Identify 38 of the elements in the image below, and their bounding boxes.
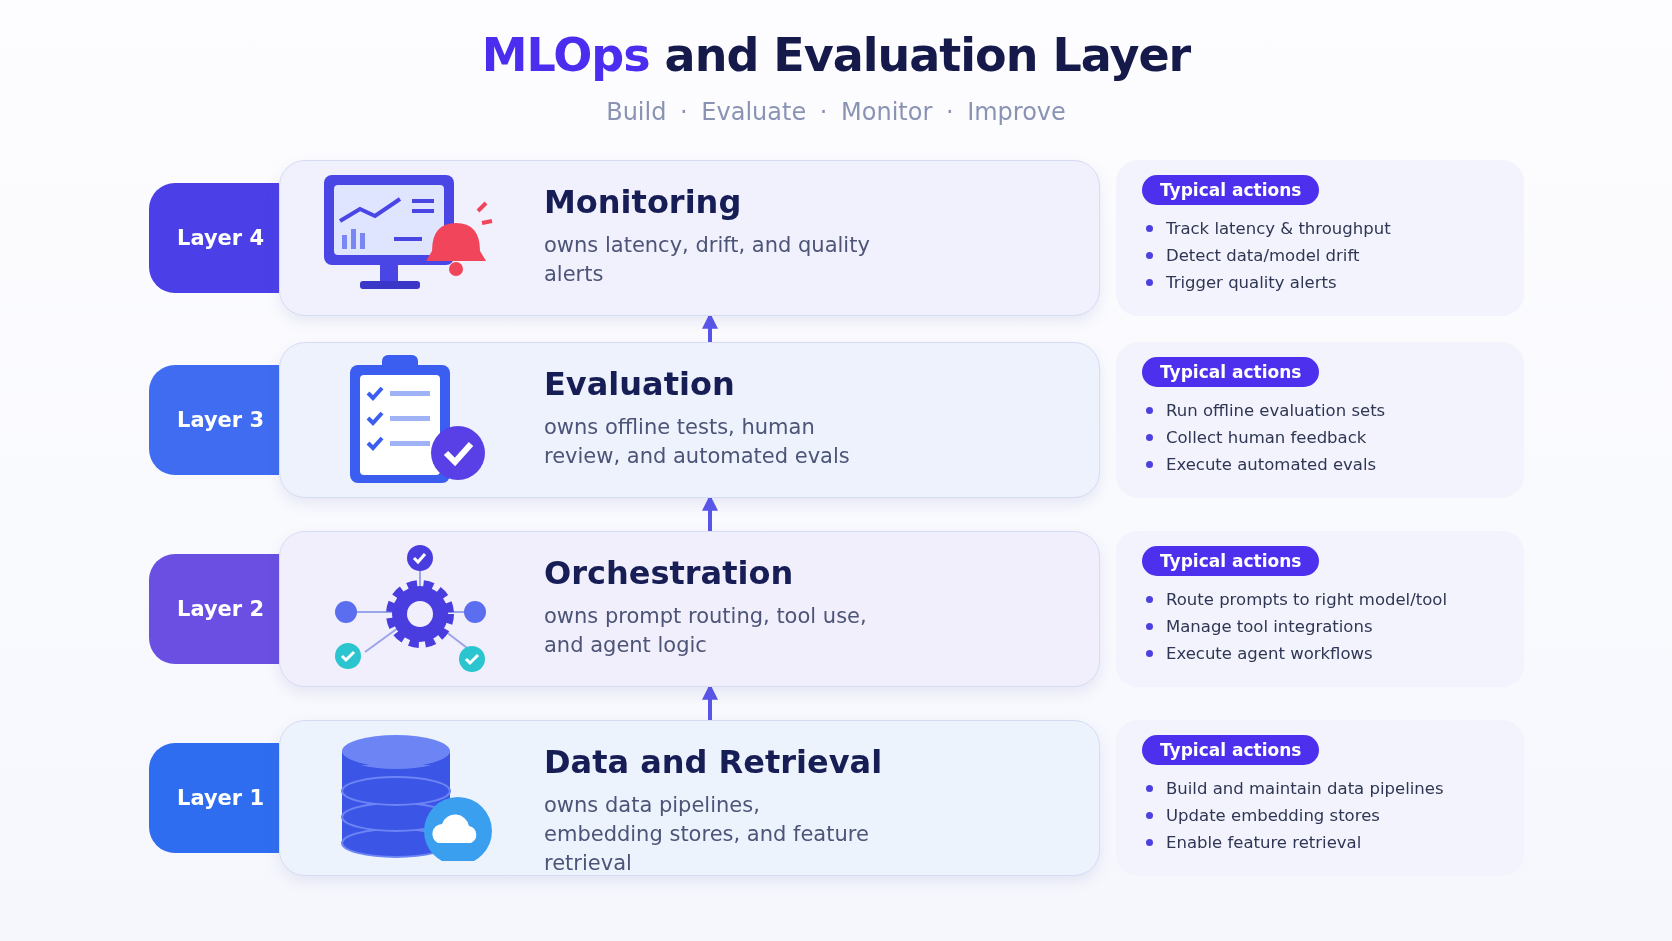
layer-title: Monitoring — [544, 183, 742, 221]
layer-title: Data and Retrieval — [544, 743, 883, 781]
layer-description: owns data pipelines, embedding stores, and feature retrieval — [544, 792, 870, 877]
layer-card — [279, 342, 1100, 498]
action-item: Detect data/model drift — [1142, 242, 1498, 269]
action-item: Enable feature retrieval — [1142, 829, 1498, 856]
layer-card — [279, 531, 1100, 687]
actions-card — [1116, 531, 1524, 687]
actions-badge: Typical actions — [1142, 546, 1320, 576]
action-item: Build and maintain data pipelines — [1142, 775, 1498, 802]
layer-tab: Layer 2 — [149, 554, 279, 664]
actions-card — [1116, 342, 1524, 498]
layer-title: Evaluation — [544, 365, 735, 403]
actions-card — [1116, 160, 1524, 316]
layer-description: owns offline tests, human review, and automated evals — [544, 414, 851, 470]
action-item: Collect human feedback — [1142, 424, 1498, 451]
layer-tab: Layer 3 — [149, 365, 279, 475]
layer-card — [279, 720, 1100, 876]
layer-title: Orchestration — [544, 554, 794, 592]
action-item: Manage tool integrations — [1142, 613, 1498, 640]
action-item: Track latency & throughput — [1142, 215, 1498, 242]
subtitle: Build · Evaluate · Monitor · Improve — [606, 98, 1066, 126]
layer-card — [279, 160, 1100, 316]
actions-badge: Typical actions — [1142, 357, 1320, 387]
layer-tab: Layer 1 — [149, 743, 279, 853]
title: MLOps and Evaluation Layer — [481, 28, 1191, 82]
action-item: Trigger quality alerts — [1142, 269, 1498, 296]
layer-tab: Layer 4 — [149, 183, 279, 293]
action-item: Execute agent workflows — [1142, 640, 1498, 667]
actions-badge: Typical actions — [1142, 735, 1320, 765]
action-item: Run offline evaluation sets — [1142, 397, 1498, 424]
actions-card — [1116, 720, 1524, 876]
action-item: Update embedding stores — [1142, 802, 1498, 829]
layer-description: owns latency, drift, and quality alerts — [544, 232, 871, 288]
action-item: Execute automated evals — [1142, 451, 1498, 478]
action-item: Route prompts to right model/tool — [1142, 586, 1498, 613]
actions-badge: Typical actions — [1142, 175, 1320, 205]
layer-description: owns prompt routing, tool use, and agent logic — [544, 603, 868, 659]
